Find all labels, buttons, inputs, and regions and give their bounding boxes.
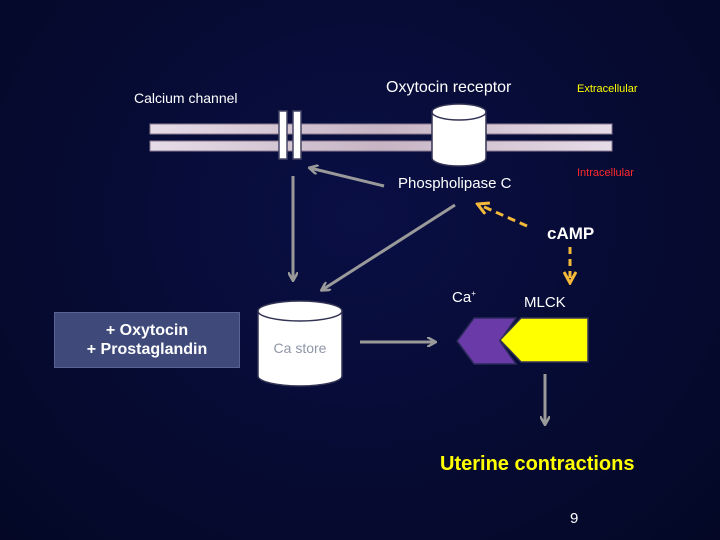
extracellular-label: Extracellular: [577, 83, 638, 95]
ca-ion-charge: +: [471, 289, 476, 298]
page-number: 9: [570, 510, 579, 527]
membrane-inner-layer: [149, 140, 613, 152]
stimulus-oxytocin: + Oxytocin: [105, 322, 189, 339]
calcium-channel-bar-left: [278, 110, 288, 160]
cell-membrane: [149, 123, 613, 152]
stimulus-box: + Oxytocin + Prostaglandin: [54, 312, 240, 368]
arrow-plc-to-channel: [310, 168, 385, 188]
stimulus-prostaglandin: + Prostaglandin: [86, 341, 208, 358]
calcium-channel: [278, 110, 302, 160]
uterine-contractions-label: Uterine contractions: [440, 453, 635, 475]
ca-chevron-shape: [456, 317, 518, 365]
mlck-shape: [498, 317, 589, 363]
ca-ion-label: Ca+: [452, 289, 476, 306]
ca-store-label: Ca store: [273, 340, 327, 356]
ca-store-shape: [257, 300, 343, 387]
oxytocin-receptor-label: Oxytocin receptor: [386, 79, 512, 96]
camp-arrow-to-plc: [482, 206, 528, 228]
camp-label: cAMP: [547, 224, 595, 243]
arrow-plc-to-store: [322, 203, 456, 290]
calcium-channel-bar-right: [292, 110, 302, 160]
oxytocin-receptor-shape: [431, 103, 487, 167]
phospholipase-c-label: Phospholipase C: [398, 175, 512, 192]
membrane-outer-layer: [149, 123, 613, 135]
intracellular-label: Intracellular: [577, 167, 634, 179]
ca-ion-symbol: Ca: [452, 289, 472, 306]
calcium-channel-label: Calcium channel: [134, 90, 238, 106]
mlck-label: MLCK: [524, 294, 566, 311]
